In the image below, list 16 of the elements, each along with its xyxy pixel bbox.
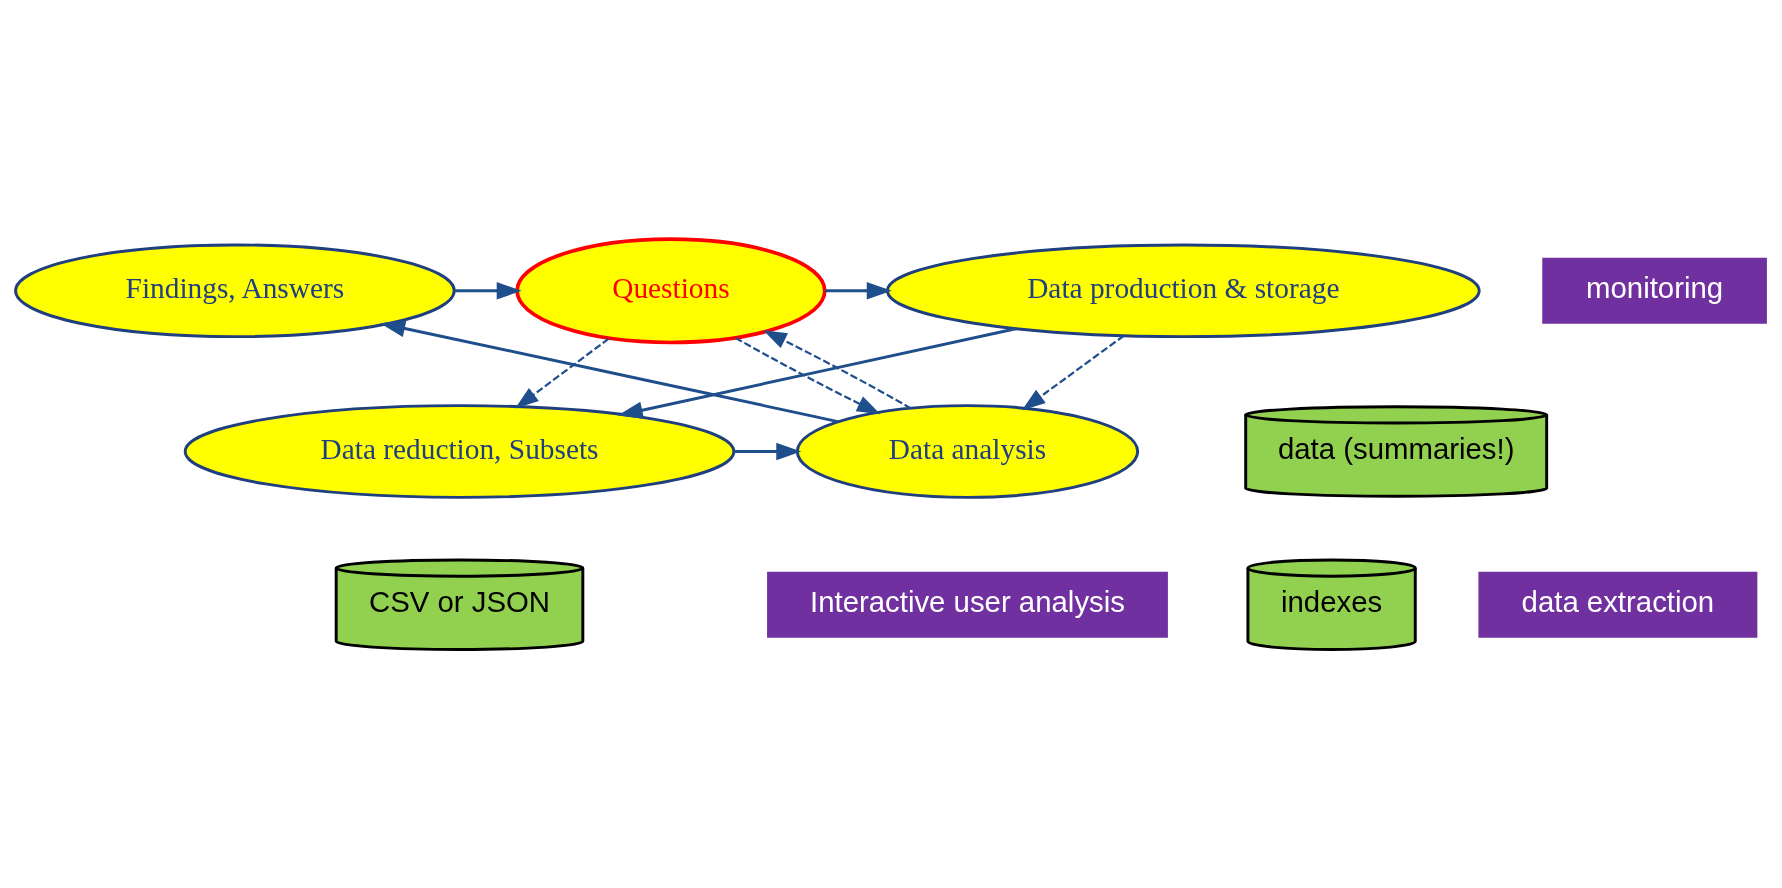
- arrow: [380, 319, 839, 424]
- node-ellipse: Data reduction, Subsets: [183, 404, 736, 499]
- arrow: [515, 337, 610, 409]
- node-ellipse: Data production & storage: [885, 243, 1481, 339]
- arrow: [1021, 334, 1125, 411]
- arrow: [617, 327, 1018, 419]
- arrow: [734, 336, 881, 415]
- node-box: data extraction: [1478, 571, 1758, 638]
- arrow: [454, 282, 522, 300]
- node-box: monitoring: [1542, 257, 1767, 324]
- node-ellipse: Data analysis: [795, 404, 1140, 499]
- arrow: [733, 442, 802, 461]
- node-ellipse: Questions: [515, 237, 827, 345]
- node-box: Interactive user analysis: [767, 571, 1168, 638]
- arrow: [763, 330, 912, 410]
- arrow: [825, 282, 892, 300]
